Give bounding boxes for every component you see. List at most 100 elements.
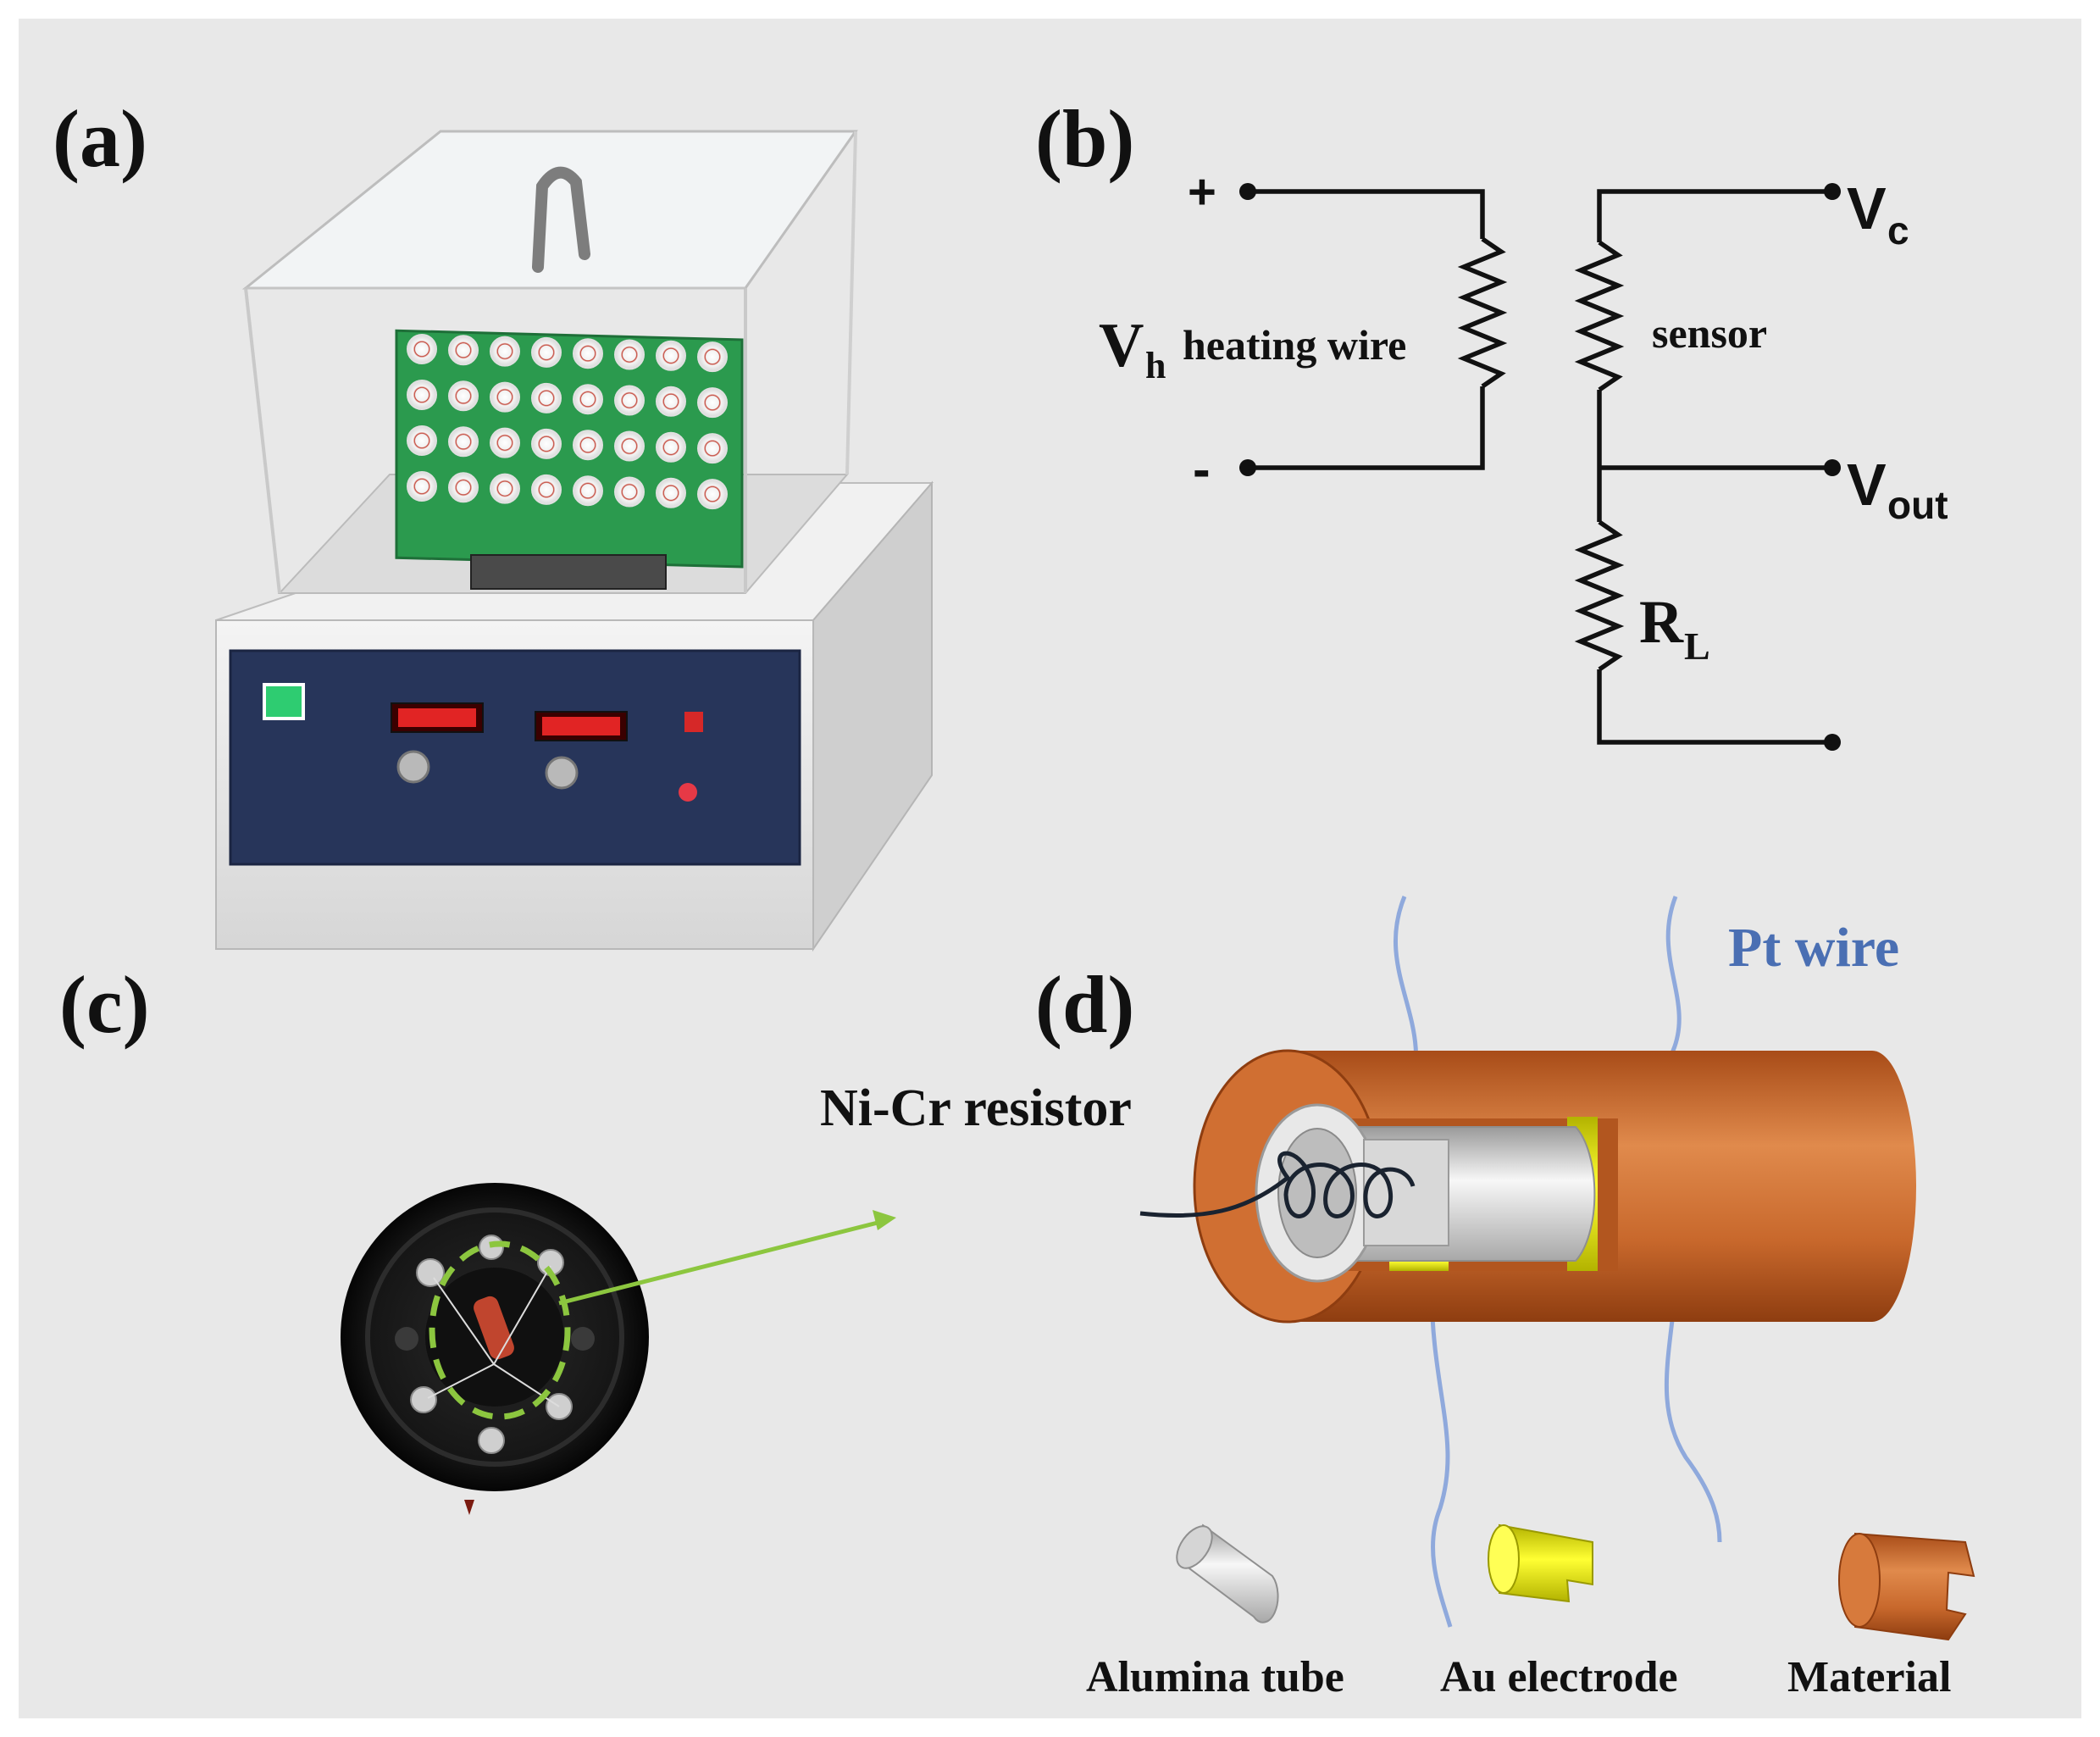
panel-d-label: (d) <box>1035 959 1134 1050</box>
sensor-socket <box>448 380 479 412</box>
heater-resistor <box>1457 236 1508 389</box>
sensor-socket <box>656 477 686 508</box>
sensor-socket <box>490 427 520 458</box>
sensor-socket <box>448 472 479 503</box>
ceramic-tube <box>474 1296 514 1360</box>
sensor-board <box>395 329 744 590</box>
sensor-socket <box>697 479 728 510</box>
sensor-socket <box>490 381 520 413</box>
label-sensor: sensor <box>1652 309 1767 357</box>
alumina-cutaway <box>1363 1139 1449 1246</box>
legend-alumina-label: Alumina tube <box>1086 1653 1344 1701</box>
sensor-resistor <box>1574 240 1625 392</box>
label-vc: V <box>1847 175 1887 241</box>
label-nicr-resistor: Ni-Cr resistor <box>820 1079 1132 1137</box>
panel-d: (d) Ni-Cr resistor Pt wire <box>820 896 1975 1701</box>
legend-alumina-tube: Alumina tube <box>1086 1523 1344 1701</box>
callout-arrow-line <box>558 1219 882 1306</box>
au-electrode-swatch-end <box>1488 1524 1520 1594</box>
sensor-socket <box>531 428 562 459</box>
alumina-tube-bore <box>1277 1128 1357 1258</box>
label-plus: + <box>1188 164 1216 219</box>
load-resistor <box>1574 519 1625 672</box>
sensor-socket <box>656 340 686 371</box>
legend-au-label: Au electrode <box>1440 1653 1678 1701</box>
sensor-wire-top <box>1597 189 1832 242</box>
sensor-socket <box>614 476 645 508</box>
sensor-socket <box>573 384 603 415</box>
heater-wire-bottom <box>1248 386 1485 470</box>
sensor-socket <box>407 334 437 364</box>
legend-au-electrode: Au electrode <box>1440 1523 1678 1701</box>
panel-a-label: (a) <box>53 93 147 184</box>
sensor-tube-schematic <box>1139 896 1916 1628</box>
sensor-socket <box>656 386 686 417</box>
led-digits-left <box>398 708 476 727</box>
legend-material: Material <box>1787 1532 1975 1701</box>
led-digits-right <box>542 717 620 735</box>
label-vout: V <box>1847 452 1887 518</box>
panel-c: (c) <box>59 959 896 1515</box>
callout-arrow-head <box>873 1210 896 1230</box>
label-rl-sub: L <box>1684 624 1710 668</box>
sensor-socket <box>407 425 437 456</box>
sensor-socket <box>448 426 479 458</box>
sensor-socket <box>656 431 686 463</box>
label-heating-wire: heating wire <box>1183 321 1406 369</box>
sensor-leads <box>427 1265 560 1407</box>
indicator-lamp <box>679 783 697 802</box>
indicator-square <box>684 712 703 732</box>
chamber-edge-left <box>244 287 281 594</box>
sensor-socket <box>448 335 479 366</box>
sensor-post-right <box>571 1327 595 1351</box>
legend-material-label: Material <box>1787 1653 1951 1701</box>
board-connector <box>470 554 667 590</box>
knob-right <box>545 756 579 790</box>
sensor-socket <box>490 336 520 367</box>
sensor-socket <box>407 380 437 410</box>
sensor-socket <box>614 385 645 416</box>
knob-left <box>396 750 430 784</box>
power-switch <box>263 683 305 720</box>
label-pt-wire: Pt wire <box>1728 917 1899 979</box>
panel-a: (a) <box>53 93 934 952</box>
sensor-socket <box>573 430 603 461</box>
highlight-ellipse <box>429 1240 571 1420</box>
au-electrode-swatch <box>1499 1523 1593 1603</box>
sensor-base-foot <box>464 1500 474 1515</box>
sensor-socket <box>697 433 728 464</box>
sensor-socket <box>614 339 645 370</box>
measuring-circuit: + - V h heating wire sensor V c V out R … <box>1099 164 1948 751</box>
sensor-post-left <box>395 1327 418 1351</box>
material-swatch-end <box>1838 1533 1881 1628</box>
chamber-edge-back <box>845 130 857 475</box>
label-vout-sub: out <box>1887 483 1948 527</box>
sensor-socket <box>407 471 437 502</box>
sensor-socket <box>573 338 603 369</box>
test-instrument-photo <box>215 130 934 952</box>
panel-b-label: (b) <box>1035 93 1134 184</box>
panel-c-label: (c) <box>59 959 150 1050</box>
nicr-coil <box>1139 1151 1416 1218</box>
label-vc-sub: c <box>1887 208 1909 253</box>
label-vh: V <box>1099 311 1144 380</box>
heater-wire-top <box>1248 189 1485 239</box>
sensor-socket <box>614 430 645 462</box>
sensor-socket-grid <box>407 334 728 510</box>
instrument-front-panel <box>229 649 801 866</box>
alumina-tube-swatch-end <box>1176 1525 1213 1569</box>
component-legend: Alumina tube Au electrode Material <box>1086 1523 1975 1701</box>
lid-handle <box>532 166 590 273</box>
sensor-socket <box>490 473 520 504</box>
sensor-element-photo <box>341 1183 896 1515</box>
label-minus: - <box>1193 441 1211 499</box>
label-vh-sub: h <box>1145 345 1166 386</box>
sensor-base-rim <box>365 1207 624 1467</box>
label-rl: R <box>1639 588 1684 656</box>
sensor-socket <box>531 336 562 368</box>
ground-wire <box>1597 669 1832 745</box>
panel-b: (b) + - V h heating wire sensor V <box>1035 93 1948 751</box>
sensor-socket <box>531 474 562 505</box>
material-swatch <box>1854 1532 1975 1641</box>
